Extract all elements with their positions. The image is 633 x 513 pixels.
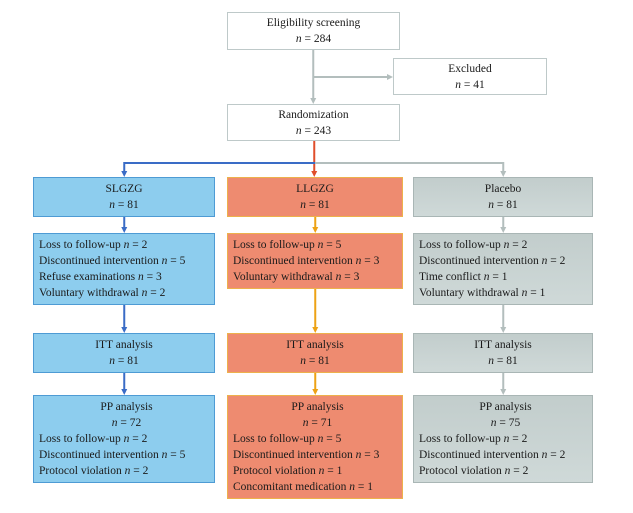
itt-count: n = 81 bbox=[109, 355, 139, 367]
pp-item: Loss to follow-up n = 2 bbox=[419, 433, 528, 445]
dropout-item: Loss to follow-up n = 2 bbox=[39, 239, 148, 251]
arrow-llgzg-3 bbox=[314, 373, 316, 389]
group-count: n = 81 bbox=[300, 199, 330, 211]
arrow-slgzg-2 bbox=[123, 305, 125, 327]
pp-item: Protocol violation n = 1 bbox=[233, 465, 343, 477]
itt-count: n = 81 bbox=[300, 355, 330, 367]
itt-count: n = 81 bbox=[488, 355, 518, 367]
placebo-pp-box: PP analysis n = 75 Loss to follow-up n =… bbox=[413, 395, 593, 483]
llgzg-itt-box: ITT analysis n = 81 bbox=[227, 333, 403, 373]
eligibility-title: Eligibility screening bbox=[266, 17, 361, 29]
pp-item: Concomitant medication n = 1 bbox=[233, 481, 374, 493]
group-title: Placebo bbox=[484, 183, 522, 195]
group-count: n = 81 bbox=[488, 199, 518, 211]
eligibility-count: n = 284 bbox=[295, 33, 332, 45]
branch-line-gray bbox=[315, 162, 503, 164]
itt-title: ITT analysis bbox=[286, 339, 344, 351]
pp-title: PP analysis bbox=[100, 401, 153, 413]
randomization-count: n = 243 bbox=[295, 124, 332, 137]
arrow-placebo-2 bbox=[502, 305, 504, 327]
pp-item: Loss to follow-up n = 5 bbox=[233, 433, 342, 445]
slgzg-dropout-box: Loss to follow-up n = 2 Discontinued int… bbox=[33, 233, 215, 305]
arrow-llgzg-2 bbox=[314, 289, 316, 327]
llgzg-dropout-box: Loss to follow-up n = 5 Discontinued int… bbox=[227, 233, 403, 289]
placebo-group-box: Placebo n = 81 bbox=[413, 177, 593, 217]
dropout-item: Loss to follow-up n = 2 bbox=[419, 239, 528, 251]
dropout-item: Time conflict n = 1 bbox=[419, 271, 508, 283]
arrow-slgzg-1 bbox=[123, 217, 125, 227]
branch-line-blue bbox=[124, 162, 315, 164]
pp-item: Loss to follow-up n = 2 bbox=[39, 433, 148, 445]
group-title: LLGZG bbox=[296, 183, 334, 195]
pp-count: n = 75 bbox=[490, 417, 521, 429]
pp-item: Discontinued intervention n = 3 bbox=[233, 449, 380, 461]
pp-count: n = 72 bbox=[111, 417, 142, 429]
placebo-dropout-box: Loss to follow-up n = 2 Discontinued int… bbox=[413, 233, 593, 305]
excluded-box: Excluded n = 41 bbox=[393, 58, 547, 95]
pp-count: n = 71 bbox=[302, 417, 333, 429]
pp-item: Protocol violation n = 2 bbox=[419, 465, 529, 477]
slgzg-pp-box: PP analysis n = 72 Loss to follow-up n =… bbox=[33, 395, 215, 483]
itt-title: ITT analysis bbox=[95, 339, 153, 351]
pp-title: PP analysis bbox=[291, 401, 344, 413]
arrow-eligibility-to-randomization bbox=[312, 50, 314, 98]
pp-item: Protocol violation n = 2 bbox=[39, 465, 149, 477]
arrow-branch-to-placebo bbox=[502, 162, 504, 171]
dropout-item: Discontinued intervention n = 3 bbox=[233, 255, 380, 267]
arrow-placebo-3 bbox=[502, 373, 504, 389]
slgzg-group-box: SLGZG n = 81 bbox=[33, 177, 215, 217]
placebo-itt-box: ITT analysis n = 81 bbox=[413, 333, 593, 373]
randomization-box: Randomization n = 243 bbox=[227, 104, 400, 141]
slgzg-itt-box: ITT analysis n = 81 bbox=[33, 333, 215, 373]
dropout-item: Voluntary withdrawal n = 1 bbox=[419, 287, 546, 299]
arrow-randomization-to-llgzg bbox=[313, 141, 315, 171]
pp-item: Discontinued intervention n = 5 bbox=[39, 449, 186, 461]
arrow-to-excluded bbox=[313, 76, 387, 78]
itt-title: ITT analysis bbox=[474, 339, 532, 351]
eligibility-box: Eligibility screening n = 284 bbox=[227, 12, 400, 50]
group-count: n = 81 bbox=[109, 199, 139, 211]
dropout-item: Loss to follow-up n = 5 bbox=[233, 239, 342, 251]
pp-title: PP analysis bbox=[479, 401, 532, 413]
arrow-placebo-1 bbox=[502, 217, 504, 227]
dropout-item: Voluntary withdrawal n = 3 bbox=[233, 271, 360, 283]
llgzg-group-box: LLGZG n = 81 bbox=[227, 177, 403, 217]
dropout-item: Discontinued intervention n = 5 bbox=[39, 255, 186, 267]
arrow-llgzg-1 bbox=[314, 217, 316, 227]
dropout-item: Voluntary withdrawal n = 2 bbox=[39, 287, 166, 299]
dropout-item: Refuse examinations n = 3 bbox=[39, 271, 162, 283]
arrow-branch-to-slgzg bbox=[123, 162, 125, 171]
excluded-count: n = 41 bbox=[455, 78, 485, 91]
excluded-title: Excluded bbox=[448, 62, 492, 75]
randomization-title: Randomization bbox=[278, 108, 349, 121]
group-title: SLGZG bbox=[105, 183, 143, 195]
llgzg-pp-box: PP analysis n = 71 Loss to follow-up n =… bbox=[227, 395, 403, 499]
dropout-item: Discontinued intervention n = 2 bbox=[419, 255, 566, 267]
arrow-slgzg-3 bbox=[123, 373, 125, 389]
pp-item: Discontinued intervention n = 2 bbox=[419, 449, 566, 461]
